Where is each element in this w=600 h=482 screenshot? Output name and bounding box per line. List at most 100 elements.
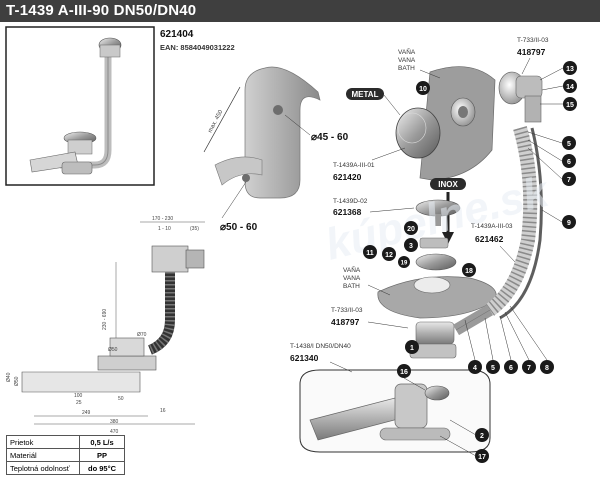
drain-body-part: T-733/II-03 418797 bbox=[331, 304, 494, 359]
spec-row: Teplotná odolnosť do 95°C bbox=[6, 461, 125, 475]
callout-14: 14 bbox=[563, 79, 577, 93]
part-name-4: T-733/II-03 bbox=[331, 307, 363, 314]
diameter-50-60: ⌀50 - 60 bbox=[220, 222, 258, 233]
callout-19: 19 bbox=[398, 256, 410, 268]
callout-7-top: 7 bbox=[562, 172, 576, 186]
product-ean: EAN: 8584049031222 bbox=[160, 43, 235, 52]
metal-badge-label: METAL bbox=[352, 90, 379, 99]
inox-badge-label: INOX bbox=[438, 180, 458, 189]
part-name-1: T-1439A-III-01 bbox=[333, 162, 375, 169]
flexible-hose: T-1439A-III-03 621462 bbox=[471, 126, 543, 320]
vana-top-line2: VANA bbox=[398, 57, 416, 64]
callout-2: 2 bbox=[475, 428, 489, 442]
dim-16: 16 bbox=[160, 408, 166, 414]
vana-mid-line2: VANA bbox=[343, 275, 361, 282]
dim-50: 50 bbox=[118, 396, 124, 402]
spec-value: PP bbox=[79, 448, 125, 462]
svg-text:11: 11 bbox=[366, 250, 374, 257]
callout-6-bottom: 6 bbox=[504, 360, 518, 374]
svg-text:6: 6 bbox=[509, 365, 513, 372]
dim-35: (35) bbox=[190, 226, 199, 232]
svg-text:4: 4 bbox=[473, 365, 477, 372]
callout-17: 17 bbox=[475, 449, 489, 463]
spec-table: Prietok 0,5 L/s Materiál PP Teplotná odo… bbox=[6, 435, 125, 475]
callout-18: 18 bbox=[462, 263, 476, 277]
metal-cover-part: METAL T-1439A-III-01 621420 bbox=[333, 88, 441, 182]
svg-text:3: 3 bbox=[409, 243, 413, 250]
dim-230-690: 230 - 690 bbox=[102, 309, 108, 330]
technical-drawing: 170 - 230 1 - 10 (35) 230 - 690 Ø70 Ø40 … bbox=[6, 216, 205, 435]
dim-380: 380 bbox=[110, 419, 119, 425]
svg-text:5: 5 bbox=[567, 141, 571, 148]
callout-6-top: 6 bbox=[562, 154, 576, 168]
dim-170-230: 170 - 230 bbox=[152, 216, 173, 222]
svg-text:1: 1 bbox=[410, 345, 414, 352]
svg-text:8: 8 bbox=[545, 365, 549, 372]
product-code: 621404 bbox=[160, 29, 194, 40]
dim-o50-left: Ø50 bbox=[14, 376, 20, 386]
callout-20: 20 bbox=[404, 221, 418, 235]
svg-text:9: 9 bbox=[567, 220, 571, 227]
dim-249: 249 bbox=[82, 410, 91, 416]
callout-1: 1 bbox=[405, 340, 419, 354]
callout-13: 13 bbox=[563, 61, 577, 75]
dim-o70: Ø70 bbox=[137, 332, 147, 338]
spec-value: do 95°C bbox=[79, 461, 125, 475]
svg-text:10: 10 bbox=[419, 86, 427, 93]
bath-wall-upper: VAŇA VANA BATH bbox=[398, 47, 496, 181]
vana-top-line3: BATH bbox=[398, 65, 415, 72]
dim-470: 470 bbox=[110, 429, 119, 435]
svg-text:15: 15 bbox=[566, 102, 574, 109]
vana-mid-line3: BATH bbox=[343, 283, 360, 290]
product-thumbnail bbox=[5, 26, 155, 186]
title-bar: T-1439 A-III-90 DN50/DN40 bbox=[0, 0, 600, 22]
diameter-45-60: ⌀45 - 60 bbox=[311, 132, 349, 143]
svg-text:7: 7 bbox=[567, 177, 571, 184]
metal-badge bbox=[346, 88, 384, 100]
callout-5-top: 5 bbox=[562, 136, 576, 150]
callout-4: 4 bbox=[468, 360, 482, 374]
svg-text:2: 2 bbox=[480, 433, 484, 440]
part-code-4: 418797 bbox=[331, 317, 360, 327]
dim-1-10: 1 - 10 bbox=[158, 226, 171, 232]
part-code-3: 621462 bbox=[475, 234, 504, 244]
callout-5-bottom: 5 bbox=[486, 360, 500, 374]
svg-text:16: 16 bbox=[400, 369, 408, 376]
part-code-0: 418797 bbox=[517, 47, 546, 57]
spec-key: Prietok bbox=[6, 435, 80, 449]
part-code-1: 621420 bbox=[333, 172, 362, 182]
callout-8: 8 bbox=[540, 360, 554, 374]
callout-15: 15 bbox=[563, 97, 577, 111]
part-code-5: 621340 bbox=[290, 353, 319, 363]
spec-key: Teplotná odolnosť bbox=[6, 461, 80, 475]
callout-10: 10 bbox=[416, 81, 430, 95]
callout-16: 16 bbox=[397, 364, 411, 378]
spec-value: 0,5 L/s bbox=[79, 435, 125, 449]
product-title: T-1439 A-III-90 DN50/DN40 bbox=[6, 2, 197, 19]
callout-3: 3 bbox=[404, 238, 418, 252]
drain-plug-part: T-1439D-02 621368 bbox=[333, 198, 461, 226]
part-name-5: T-1438/I DN50/DN40 bbox=[290, 343, 351, 350]
part-name-2: T-1439D-02 bbox=[333, 198, 368, 205]
svg-text:7: 7 bbox=[527, 365, 531, 372]
dim-100: 100 bbox=[74, 393, 83, 399]
bath-wall-lower: VAŇA VANA BATH bbox=[343, 237, 497, 319]
svg-text:20: 20 bbox=[407, 226, 415, 233]
svg-text:18: 18 bbox=[465, 268, 473, 275]
svg-text:14: 14 bbox=[566, 84, 574, 91]
siphon-inset: T-1438/I DN50/DN40 621340 bbox=[290, 343, 491, 453]
callout-leaders bbox=[403, 67, 564, 457]
spec-key: Materiál bbox=[6, 448, 80, 462]
inox-badge bbox=[430, 178, 466, 190]
spec-row: Materiál PP bbox=[6, 448, 125, 462]
callout-12: 12 bbox=[382, 247, 396, 261]
overflow-plate-illustration: max. 450 ⌀45 - 60 ⌀50 - 60 bbox=[203, 66, 349, 233]
callout-11: 11 bbox=[363, 245, 377, 259]
spec-row: Prietok 0,5 L/s bbox=[6, 435, 125, 449]
dim-o50-mid: Ø50 bbox=[108, 347, 118, 353]
callout-9: 9 bbox=[562, 215, 576, 229]
part-name-3: T-1439A-III-03 bbox=[471, 223, 513, 230]
svg-text:6: 6 bbox=[567, 159, 571, 166]
